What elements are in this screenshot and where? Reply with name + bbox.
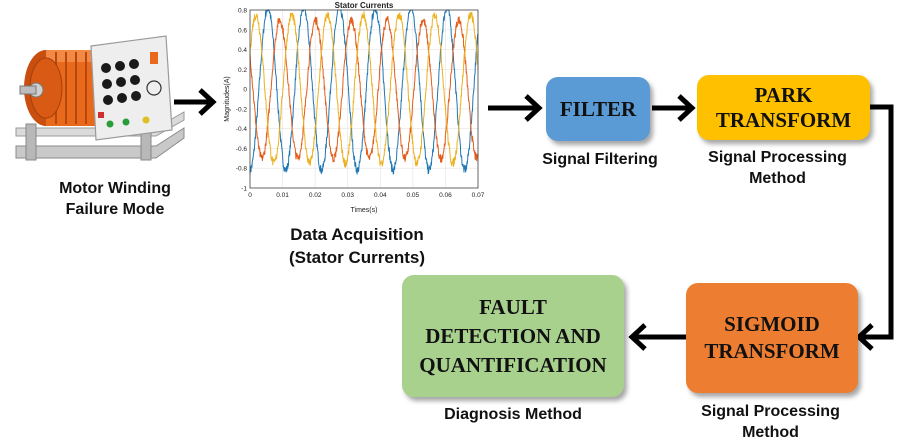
park-box-line-2: TRANSFORM: [715, 107, 852, 132]
sigmoid-box-line-2: TRANSFORM: [704, 339, 840, 363]
y-tick-label: 0.4: [238, 47, 247, 54]
sigmoid-transform-box: SIGMOID TRANSFORM: [686, 283, 858, 393]
series-line-3: [249, 11, 479, 168]
sigmoid-box-line-1: SIGMOID: [724, 312, 820, 336]
x-tick-label: 0.03: [341, 192, 354, 199]
y-tick-label: 0.8: [238, 8, 247, 15]
arrow-sigmoid-to-fault: [628, 323, 686, 351]
y-tick-label: -1: [241, 186, 247, 193]
y-tick-label: 0: [243, 87, 247, 94]
y-tick-label: -0.2: [236, 106, 248, 113]
park-method-caption-line-2: Method: [749, 170, 806, 187]
x-tick-labels: 0 0.01 0.02 0.03 0.04 0.05 0.06 0.07: [248, 192, 485, 199]
x-tick-label: 0.06: [439, 192, 452, 199]
acquisition-caption: Data Acquisition (Stator Currents): [262, 223, 452, 269]
sigmoid-method-caption-line-1: Signal Processing: [701, 403, 840, 420]
y-tick-label: -0.4: [236, 126, 248, 133]
sigmoid-method-caption-line-2: Method: [742, 424, 799, 441]
y-tick-labels: 0.8 0.6 0.4 0.2 0 -0.2 -0.4 -0.6 -0.8 -1: [236, 8, 248, 193]
y-tick-label: -0.6: [236, 146, 248, 153]
series-line-2: [249, 15, 479, 164]
y-tick-label: 0.6: [238, 27, 247, 34]
x-tick-label: 0.02: [309, 192, 322, 199]
x-tick-label: 0.01: [276, 192, 289, 199]
y-tick-label: -0.8: [236, 166, 248, 173]
acquisition-caption-line-1: Data Acquisition: [290, 225, 424, 244]
induction-motor-illustration: [15, 35, 185, 161]
arrow-park-to-sigmoid: [855, 104, 894, 351]
series-line-1: [249, 8, 479, 175]
plot-frame: [249, 9, 479, 189]
fault-box-line-2: DETECTION AND: [425, 323, 601, 348]
chart-series: [249, 8, 479, 175]
sigmoid-method-caption: Signal Processing Method: [683, 401, 858, 443]
x-tick-label: 0.05: [407, 192, 420, 199]
chart-grid: [249, 9, 479, 189]
diagnosis-caption: Diagnosis Method: [444, 406, 582, 423]
fault-box-line-1: FAULT: [479, 294, 547, 319]
filter-box: FILTER: [546, 77, 650, 141]
motor-caption: Motor Winding Failure Mode: [20, 178, 210, 220]
stator-currents-chart: Stator Currents 0.8 0.6 0.4 0.2 0 -0.2 -0.4 -0.…: [224, 1, 485, 214]
park-method-caption-line-1: Signal Processing: [708, 149, 847, 166]
park-method-caption: Signal Processing Method: [690, 147, 865, 189]
park-box-line-1: PARK: [754, 82, 813, 107]
acquisition-caption-line-2: (Stator Currents): [288, 248, 425, 267]
fault-detection-box: FAULT DETECTION AND QUANTIFICATION: [402, 275, 624, 397]
x-tick-label: 0.07: [472, 192, 485, 199]
arrow-filter-to-park: [652, 94, 696, 122]
x-tick-label: 0.04: [374, 192, 387, 199]
motor-caption-line-2: Failure Mode: [65, 201, 165, 218]
arrow-chart-to-filter: [488, 94, 543, 122]
arrow-motor-to-chart: [174, 88, 217, 116]
motor-caption-line-1: Motor Winding: [59, 180, 171, 197]
y-tick-label: 0.2: [238, 67, 247, 74]
x-tick-label: 0: [248, 192, 252, 199]
fault-box-line-3: QUANTIFICATION: [419, 352, 607, 377]
chart-ylabel: Magnitudes(A): [224, 76, 231, 122]
filter-box-label: FILTER: [559, 96, 637, 121]
park-transform-box: PARK TRANSFORM: [697, 75, 870, 140]
filtering-caption: Signal Filtering: [542, 151, 658, 168]
chart-title: Stator Currents: [335, 1, 394, 10]
chart-xlabel: Times(s): [351, 207, 378, 214]
